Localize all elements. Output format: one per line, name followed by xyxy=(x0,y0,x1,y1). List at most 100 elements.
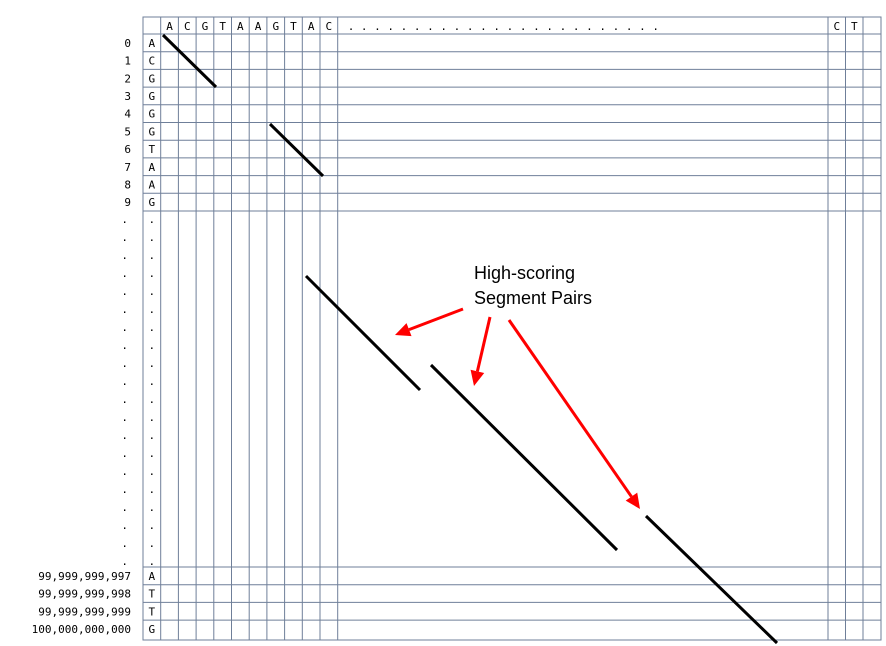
row-index-dot: . xyxy=(121,339,128,352)
left-base-dot: . xyxy=(149,537,156,550)
row-index-dot: . xyxy=(121,303,128,316)
left-base-dot: . xyxy=(149,375,156,388)
left-base-dot: . xyxy=(149,429,156,442)
left-base-letter: G xyxy=(149,125,156,138)
row-index: 100,000,000,000 xyxy=(32,623,131,636)
left-base-dot: . xyxy=(149,249,156,262)
top-base-letter: A xyxy=(255,20,262,33)
grid-border xyxy=(142,16,882,641)
annotation-label-line1: High-scoring xyxy=(474,263,575,283)
top-base-letter: C xyxy=(326,20,333,33)
row-index-dot: . xyxy=(121,465,128,478)
left-base-dot: . xyxy=(149,519,156,532)
top-sequence-ellipsis: . . . . . . . . . . . . . . . . . . . . … xyxy=(348,20,659,33)
left-base-dot: . xyxy=(149,339,156,352)
row-index: 6 xyxy=(124,143,131,156)
row-index-dot: . xyxy=(121,483,128,496)
top-base-letter: T xyxy=(851,20,858,33)
row-index-dot: . xyxy=(121,429,128,442)
matrix-grid xyxy=(142,16,882,641)
row-index: 5 xyxy=(124,125,131,138)
row-index: 9 xyxy=(124,196,131,209)
left-base-dot: . xyxy=(149,393,156,406)
high-scoring-segment-pairs xyxy=(161,33,779,645)
row-index-dot: . xyxy=(121,213,128,226)
row-index-dot: . xyxy=(121,375,128,388)
left-base-letter: T xyxy=(149,143,156,156)
top-base-letter: A xyxy=(237,20,244,33)
row-index-dot: . xyxy=(121,537,128,550)
left-base-dot: . xyxy=(149,231,156,244)
segment-line xyxy=(644,514,779,645)
row-index-dot: . xyxy=(121,231,128,244)
row-index-dot: . xyxy=(121,393,128,406)
arrow-head xyxy=(395,323,412,337)
left-base-dot: . xyxy=(149,267,156,280)
row-index-dot: . xyxy=(121,285,128,298)
left-base-letter: A xyxy=(149,37,156,50)
row-index: 99,999,999,999 xyxy=(38,605,131,618)
left-base-letter: G xyxy=(149,72,156,85)
left-base-dot: . xyxy=(149,357,156,370)
row-index: 2 xyxy=(124,72,131,85)
row-index: 1 xyxy=(124,55,131,68)
row-index-dot: . xyxy=(121,321,128,334)
arrow-shaft xyxy=(475,316,492,372)
top-base-letter: T xyxy=(290,20,297,33)
left-base-letter: G xyxy=(149,108,156,121)
segment-line xyxy=(161,33,218,89)
top-base-letter: G xyxy=(272,20,279,33)
left-base-letter: G xyxy=(149,90,156,103)
row-index-dot: . xyxy=(121,249,128,262)
row-index-dot: . xyxy=(121,411,128,424)
left-base-letter: C xyxy=(149,55,156,68)
left-base-dot: . xyxy=(149,501,156,514)
annotation-label-line2: Segment Pairs xyxy=(474,288,592,308)
row-index-dot: . xyxy=(121,357,128,370)
row-index-dot: . xyxy=(121,447,128,460)
arrow-head xyxy=(625,492,640,509)
top-base-letter: C xyxy=(184,20,191,33)
row-index-dot: . xyxy=(121,501,128,514)
top-base-letter: T xyxy=(219,20,226,33)
row-index: 7 xyxy=(124,161,131,174)
left-base-letter: A xyxy=(149,178,156,191)
left-base-letter: G xyxy=(149,623,156,636)
left-base-letter: T xyxy=(149,605,156,618)
left-base-dot: . xyxy=(149,465,156,478)
arrow-shaft xyxy=(507,319,633,498)
annotation-arrows xyxy=(395,307,640,509)
segment-line xyxy=(268,122,325,178)
top-base-letter: G xyxy=(202,20,209,33)
left-base-dot: . xyxy=(149,213,156,226)
row-index: 8 xyxy=(124,178,131,191)
left-base-dot: . xyxy=(149,411,156,424)
left-base-dot: . xyxy=(149,285,156,298)
left-base-dot: . xyxy=(149,303,156,316)
row-index: 4 xyxy=(124,108,131,121)
row-index-dot: . xyxy=(121,555,128,568)
row-index-dot: . xyxy=(121,267,128,280)
top-base-letter: C xyxy=(833,20,840,33)
row-index: 0 xyxy=(124,37,131,50)
row-index: 3 xyxy=(124,90,131,103)
left-base-dot: . xyxy=(149,483,156,496)
left-base-dot: . xyxy=(149,555,156,568)
top-base-letter: A xyxy=(308,20,315,33)
left-base-letter: T xyxy=(149,588,156,601)
segment-line xyxy=(304,274,422,392)
arrow-shaft xyxy=(408,307,464,332)
row-index-dot: . xyxy=(121,519,128,532)
row-index: 99,999,999,997 xyxy=(38,570,131,583)
arrow-head xyxy=(470,369,485,386)
segment-line xyxy=(429,363,619,552)
left-base-dot: . xyxy=(149,447,156,460)
top-base-letter: A xyxy=(166,20,173,33)
left-base-letter: A xyxy=(149,570,156,583)
left-base-letter: A xyxy=(149,161,156,174)
left-base-letter: G xyxy=(149,196,156,209)
row-index: 99,999,999,998 xyxy=(38,588,131,601)
